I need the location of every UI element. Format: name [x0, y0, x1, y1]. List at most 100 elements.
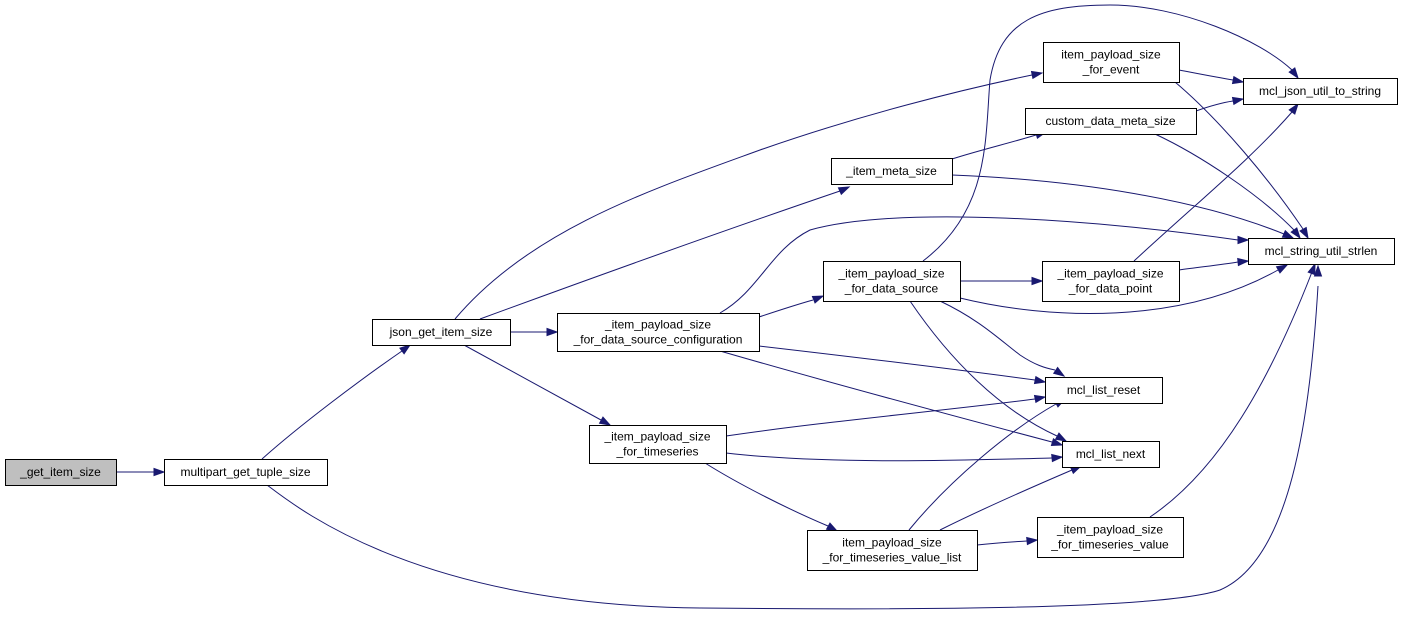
node-label: item_payload_size [842, 536, 942, 550]
node-box[interactable] [1045, 377, 1163, 404]
node-box[interactable] [1042, 261, 1180, 302]
edge-timeseries-to-list_reset [725, 394, 1047, 437]
arrowhead [1054, 432, 1068, 442]
edge-dsc-to-strlen [719, 216, 1250, 314]
edge-timeseries_value-to-strlen [1149, 262, 1316, 518]
arrowhead [1052, 366, 1066, 377]
node-item-payload-size-for-data-source[interactable]: _item_payload_size_for_data_source [823, 261, 961, 302]
node-item-payload-size-for-data-source-configuration[interactable]: _item_payload_size_for_data_source_confi… [557, 313, 760, 352]
node-item-meta-size[interactable]: _item_meta_size [831, 158, 953, 185]
edge-line [939, 469, 1073, 531]
node-box[interactable] [1037, 517, 1184, 558]
arrowhead [1051, 453, 1064, 463]
edge-timeseries-to-list_next [725, 452, 1064, 463]
edge-line [922, 4, 1293, 262]
arrowhead [1307, 262, 1316, 276]
node-label: _for_event [1082, 63, 1140, 77]
arrowhead [1288, 102, 1299, 115]
nodes: _get_item_size multipart_get_tuple_size js… [5, 42, 1398, 571]
node-label: _item_payload_size [837, 267, 944, 281]
edge-json-to-event [454, 70, 1044, 320]
edge-line [463, 344, 602, 421]
node-json-get-item-size[interactable]: json_get_item_size [372, 319, 511, 346]
arrowhead [1290, 227, 1301, 240]
edge-line [725, 452, 1053, 462]
node-box[interactable] [557, 313, 760, 352]
node-item-payload-size-for-timeseries-value-list[interactable]: item_payload_size_for_timeseries_value_l… [807, 530, 978, 571]
edge-custom-to-json_to_string [1195, 96, 1245, 112]
arrowhead [1030, 70, 1044, 80]
node-item-payload-size-for-timeseries[interactable]: _item_payload_size_for_timeseries [589, 425, 727, 464]
arrowhead [1275, 264, 1289, 274]
node-box[interactable] [5, 459, 117, 486]
edge-json-to-item_meta_size [479, 186, 851, 320]
edge-data_source-to-strlen [959, 264, 1289, 315]
edge-line [1154, 133, 1295, 231]
node-label: _for_data_point [1068, 282, 1153, 296]
edge-line [951, 174, 1285, 235]
node-label: _item_payload_size [1056, 267, 1163, 281]
node-label: _item_payload_size [1056, 523, 1163, 537]
node-box[interactable] [1243, 78, 1398, 105]
node-box[interactable] [1062, 441, 1160, 468]
edge-dsc-to-list_reset [758, 345, 1047, 385]
arrowhead [837, 186, 851, 196]
edge-data_source-to-list_reset [939, 300, 1066, 377]
node-box[interactable] [372, 319, 511, 346]
node-box[interactable] [831, 158, 953, 185]
edge-json-to-timeseries [463, 344, 612, 426]
edge-line [1133, 111, 1293, 262]
edge-dsc-to-list_next [719, 350, 1064, 447]
edge-event-to-json_to_string [1178, 69, 1245, 85]
node-label: _item_payload_size [604, 318, 711, 332]
node-mcl-json-util-to-string[interactable]: mcl_json_util_to_string [1243, 78, 1398, 105]
node-mcl-string-util-strlen[interactable]: mcl_string_util_strlen [1248, 238, 1395, 265]
edge-line [261, 350, 403, 460]
edge-timeseries-to-value_list [704, 462, 839, 532]
node-label: _item_payload_size [603, 430, 710, 444]
node-box[interactable] [164, 459, 328, 486]
node-label: _get_item_size [19, 465, 101, 479]
node-custom-data-meta-size[interactable]: custom_data_meta_size [1025, 108, 1197, 135]
node-box[interactable] [589, 425, 727, 464]
arrowhead [1050, 437, 1064, 447]
edge-value_list-to-list_reset [908, 398, 1067, 531]
arrowhead [1031, 276, 1044, 286]
edge-line [1195, 100, 1234, 112]
edge-data_source-to-list_next [909, 300, 1068, 442]
arrowhead [825, 522, 839, 532]
arrowhead [399, 344, 412, 355]
node-multipart-get-tuple-size[interactable]: multipart_get_tuple_size [164, 459, 328, 486]
node-label: _for_data_source_configuration [573, 333, 743, 347]
node-item-payload-size-for-event[interactable]: item_payload_size_for_event [1043, 42, 1180, 83]
arrowhead [1299, 226, 1309, 240]
edge-line [939, 300, 1056, 371]
node-label: mcl_list_reset [1067, 383, 1141, 397]
node-label: json_get_item_size [389, 325, 493, 339]
node-get-item-size[interactable]: _get_item_size [5, 459, 117, 486]
node-box[interactable] [1025, 108, 1197, 135]
node-box[interactable] [823, 261, 961, 302]
node-item-payload-size-for-data-point[interactable]: _item_payload_size_for_data_point [1042, 261, 1180, 302]
node-label: _for_data_source [844, 282, 939, 296]
node-mcl-list-reset[interactable]: mcl_list_reset [1045, 377, 1163, 404]
arrowhead [811, 295, 825, 304]
arrowhead [1237, 235, 1250, 245]
node-item-payload-size-for-timeseries-value[interactable]: _item_payload_size_for_timeseries_value [1037, 517, 1184, 558]
node-box[interactable] [807, 530, 978, 571]
node-label: multipart_get_tuple_size [180, 465, 310, 479]
edge-event-to-strlen [1174, 81, 1309, 240]
arrowhead [1237, 257, 1250, 267]
node-mcl-list-next[interactable]: mcl_list_next [1062, 441, 1160, 468]
edge-line [909, 300, 1058, 437]
edge-line [951, 134, 1037, 160]
node-box[interactable] [1248, 238, 1395, 265]
node-label: mcl_list_next [1076, 447, 1146, 461]
edge-data_point-to-json_to_string [1133, 102, 1299, 262]
edge-data_source-to-data_point [960, 276, 1044, 286]
node-label: mcl_json_util_to_string [1259, 84, 1381, 98]
edge-meta-to-custom_data_meta_size [951, 130, 1048, 160]
edge-line [1178, 261, 1239, 271]
edge-line [758, 299, 814, 318]
node-box[interactable] [1043, 42, 1180, 83]
